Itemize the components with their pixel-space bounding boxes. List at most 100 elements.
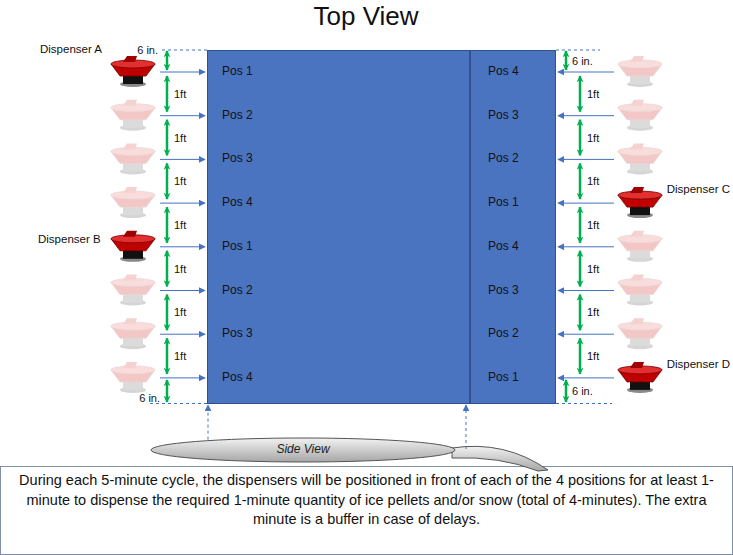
dimension-label: 1ft (174, 262, 186, 275)
dispenser-icon (111, 100, 155, 131)
position-label: Pos 4 (488, 65, 519, 79)
position-label: Pos 2 (488, 327, 519, 341)
aim-arrow (160, 377, 205, 378)
dimension-arrow (166, 380, 169, 402)
dimension-arrow (579, 163, 582, 199)
dimension-label: 6 in. (139, 392, 160, 405)
position-label: Pos 1 (222, 65, 253, 79)
dimension-arrow (579, 295, 582, 331)
caption: During each 5-minute cycle, the dispense… (6, 471, 727, 530)
lane-panel: Pos 1 Pos 2 Pos 3 Pos 4 Pos 1 Pos 2 Pos 3 Pos 4 (207, 50, 470, 404)
dimension-label: 1ft (587, 262, 599, 275)
dimension-arrow (579, 338, 582, 374)
dimension-arrow (166, 120, 169, 156)
dimension-label: 1ft (587, 88, 599, 101)
dimension-label: 1ft (174, 306, 186, 319)
position-label: Pos 3 (488, 284, 519, 298)
dispenser-icon (111, 187, 155, 218)
aim-arrow (160, 72, 205, 73)
dispenser-icon (111, 275, 155, 306)
dispenser-icon (618, 56, 662, 87)
dimension-arrow (166, 207, 169, 243)
aim-arrow (558, 334, 614, 335)
dimension-label: 1ft (587, 306, 599, 319)
dimension-label: 6 in. (572, 55, 593, 68)
dimension-label: 6 in. (572, 385, 593, 398)
dimension-arrow (166, 295, 169, 331)
dispenser-icon (111, 362, 155, 393)
dimension-label: 1ft (174, 219, 186, 232)
position-label: Pos 2 (222, 284, 253, 298)
dispenser-icon (618, 231, 662, 262)
dashed-connector (208, 405, 209, 440)
view-label: Side View (276, 443, 329, 457)
dispenser-label: Dispenser D (667, 358, 730, 371)
position-label: Pos 1 (488, 196, 519, 210)
position-label: Pos 4 (222, 196, 253, 210)
dimension-arrow (565, 380, 568, 402)
aim-arrow (160, 203, 205, 204)
dimension-label: 6 in. (137, 44, 158, 57)
dimension-arrow (166, 251, 169, 287)
title: Top View (313, 2, 418, 32)
dispenser-icon (111, 231, 155, 262)
aim-arrow (558, 377, 614, 378)
aim-arrow (160, 334, 205, 335)
dimension-label: 1ft (174, 88, 186, 101)
position-label: Pos 4 (222, 371, 253, 385)
caption-box (1, 467, 733, 555)
position-label: Pos 3 (488, 109, 519, 123)
dispenser-icon (618, 318, 662, 349)
dimension-arrow (579, 251, 582, 287)
dispenser-icon (618, 275, 662, 306)
dashed-connector (466, 405, 467, 449)
dispenser-icon (111, 56, 155, 87)
side-view-ellipse: Side View (150, 437, 456, 463)
position-label: Pos 1 (488, 371, 519, 385)
dimension-label: 1ft (587, 131, 599, 144)
boundary-lines (150, 50, 612, 404)
aim-arrow (160, 159, 205, 160)
dispenser-icon (111, 143, 155, 174)
dispenser-icon (618, 100, 662, 131)
dispenser-icon (111, 318, 155, 349)
dimension-label: 1ft (587, 219, 599, 232)
dispenser-label: Dispenser A (40, 43, 102, 56)
dimension-label: 1ft (174, 131, 186, 144)
position-label: Pos 2 (222, 109, 253, 123)
aim-arrow (558, 115, 614, 116)
dimension-arrow (166, 51, 169, 70)
dimension-label: 1ft (587, 350, 599, 363)
aim-arrow (160, 246, 205, 247)
dispenser-icon (618, 143, 662, 174)
position-label: Pos 4 (488, 240, 519, 254)
dispenser-icon (618, 362, 662, 393)
position-label: Pos 3 (222, 327, 253, 341)
dispenser-label: Dispenser C (667, 183, 730, 196)
aim-arrow (160, 115, 205, 116)
position-label: Pos 2 (488, 152, 519, 166)
aim-arrow (558, 72, 614, 73)
dispenser-icon (618, 187, 662, 218)
dimension-arrow (565, 51, 568, 70)
dimension-arrow (579, 76, 582, 112)
lane-panel: Pos 4 Pos 3 Pos 2 Pos 1 Pos 4 Pos 3 Pos 2 Pos 1 (470, 50, 556, 404)
dimension-label: 1ft (174, 350, 186, 363)
aim-arrow (558, 203, 614, 204)
position-label: Pos 3 (222, 152, 253, 166)
dimension-label: 1ft (587, 175, 599, 188)
side-view-tail (452, 446, 548, 471)
dimension-arrow (166, 163, 169, 199)
position-label: Pos 1 (222, 240, 253, 254)
aim-arrow (558, 159, 614, 160)
dimension-arrow (579, 207, 582, 243)
dimension-arrow (579, 120, 582, 156)
dimension-arrow (166, 338, 169, 374)
dispenser-label: Dispenser B (38, 233, 101, 246)
dimension-label: 1ft (174, 175, 186, 188)
aim-arrow (558, 290, 614, 291)
aim-arrow (558, 246, 614, 247)
dimension-arrow (166, 76, 169, 112)
aim-arrow (160, 290, 205, 291)
